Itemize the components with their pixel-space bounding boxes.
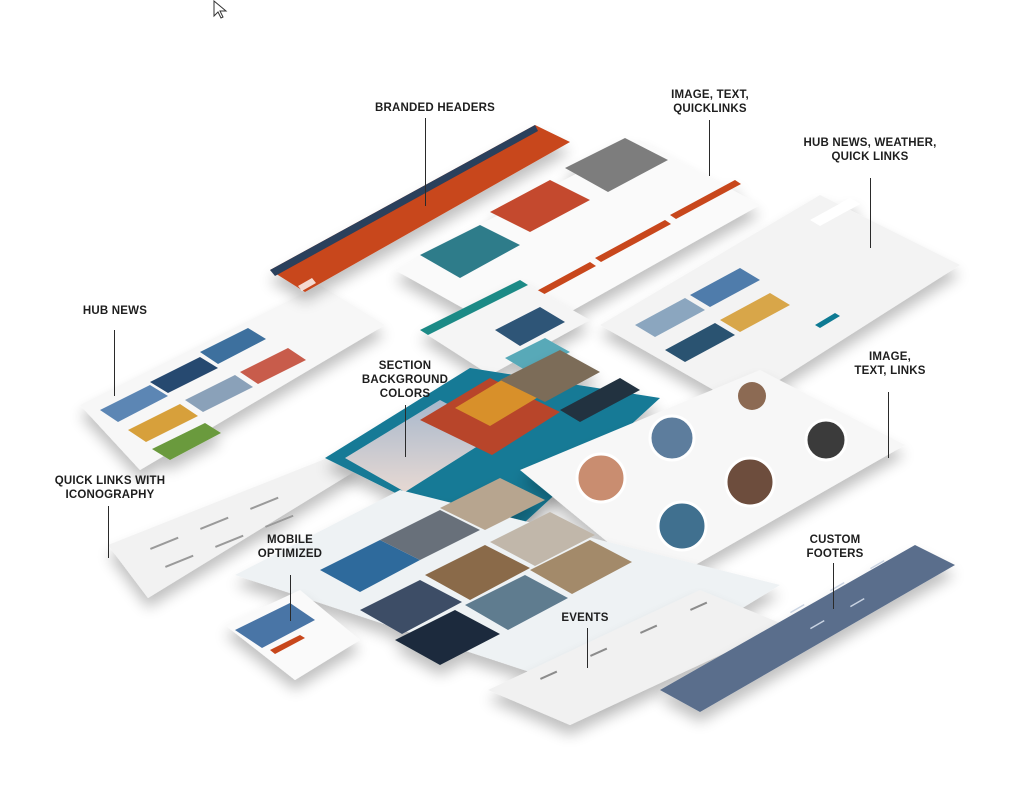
callout-events: EVENTS bbox=[561, 612, 609, 624]
callout-hub-news: HUB NEWS bbox=[82, 305, 148, 317]
quick-links-panel bbox=[108, 455, 360, 598]
leader-image-text-quicklinks bbox=[709, 120, 710, 176]
image-text-links-panel bbox=[520, 370, 905, 585]
region-panel bbox=[420, 280, 590, 375]
hub-news-panel bbox=[80, 285, 385, 470]
callout-image-text-quicklinks: IMAGE, TEXT, QUICKLINKS bbox=[671, 89, 749, 115]
leader-custom-footers bbox=[833, 563, 834, 609]
callout-image-text-links: IMAGE, TEXT, LINKS bbox=[854, 351, 926, 377]
section-background-panel bbox=[325, 350, 660, 545]
leader-image-text-links bbox=[888, 392, 889, 458]
callout-section-background: SECTION BACKGROUND COLORS bbox=[361, 360, 449, 400]
leader-hub-news-weather bbox=[870, 178, 871, 248]
custom-footer-panel bbox=[660, 545, 955, 712]
mobile-news-panel bbox=[225, 590, 360, 680]
events-panel bbox=[488, 590, 785, 725]
branded-header-panel bbox=[270, 125, 570, 292]
callout-custom-footers: CUSTOM FOOTERS bbox=[806, 534, 864, 560]
leader-section-background bbox=[405, 405, 406, 457]
leader-events bbox=[587, 628, 588, 668]
leader-hub-news bbox=[114, 330, 115, 396]
callout-quick-links-iconography: QUICK LINKS WITH ICONOGRAPHY bbox=[54, 475, 166, 501]
callout-branded-headers: BRANDED HEADERS bbox=[375, 102, 495, 114]
leader-branded-headers bbox=[425, 118, 426, 206]
mouse-cursor-icon bbox=[213, 0, 228, 19]
callout-hub-news-weather: HUB NEWS, WEATHER, QUICK LINKS bbox=[803, 137, 937, 163]
callout-mobile-optimized: MOBILE OPTIMIZED bbox=[257, 534, 323, 560]
leader-mobile-optimized bbox=[290, 575, 291, 621]
leader-quick-links-iconography bbox=[108, 506, 109, 558]
